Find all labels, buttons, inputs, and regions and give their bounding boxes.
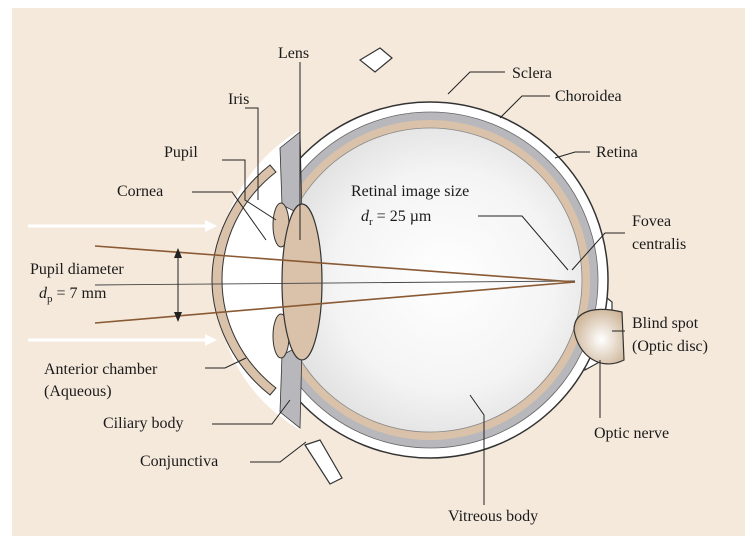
label-retina: Retina: [596, 144, 638, 161]
label-conjunctiva: Conjunctiva: [140, 453, 218, 470]
label-fovea-line1: Fovea: [632, 213, 671, 230]
label-sclera: Sclera: [512, 65, 552, 82]
label-iris: Iris: [228, 91, 249, 108]
label-optic-nerve: Optic nerve: [594, 425, 669, 442]
label-pupil: Pupil: [164, 144, 198, 161]
label-blind-spot-line2: (Optic disc): [632, 338, 708, 355]
lens: [282, 204, 322, 360]
label-anterior-chamber: Anterior chamber: [44, 361, 158, 378]
label-vitreous-body: Vitreous body: [448, 508, 538, 525]
label-cornea: Cornea: [117, 183, 163, 200]
label-fovea-line2: centralis: [632, 236, 686, 253]
label-retinal-image-size: Retinal image size: [351, 183, 469, 200]
label-ciliary-body: Ciliary body: [103, 415, 183, 432]
vitreous-body: [278, 128, 582, 432]
label-choroidea: Choroidea: [555, 88, 622, 105]
label-aqueous: (Aqueous): [44, 383, 112, 400]
label-pupil-diameter: Pupil diameter: [30, 261, 124, 278]
label-lens: Lens: [278, 45, 309, 62]
label-blind-spot-line1: Blind spot: [632, 315, 699, 332]
